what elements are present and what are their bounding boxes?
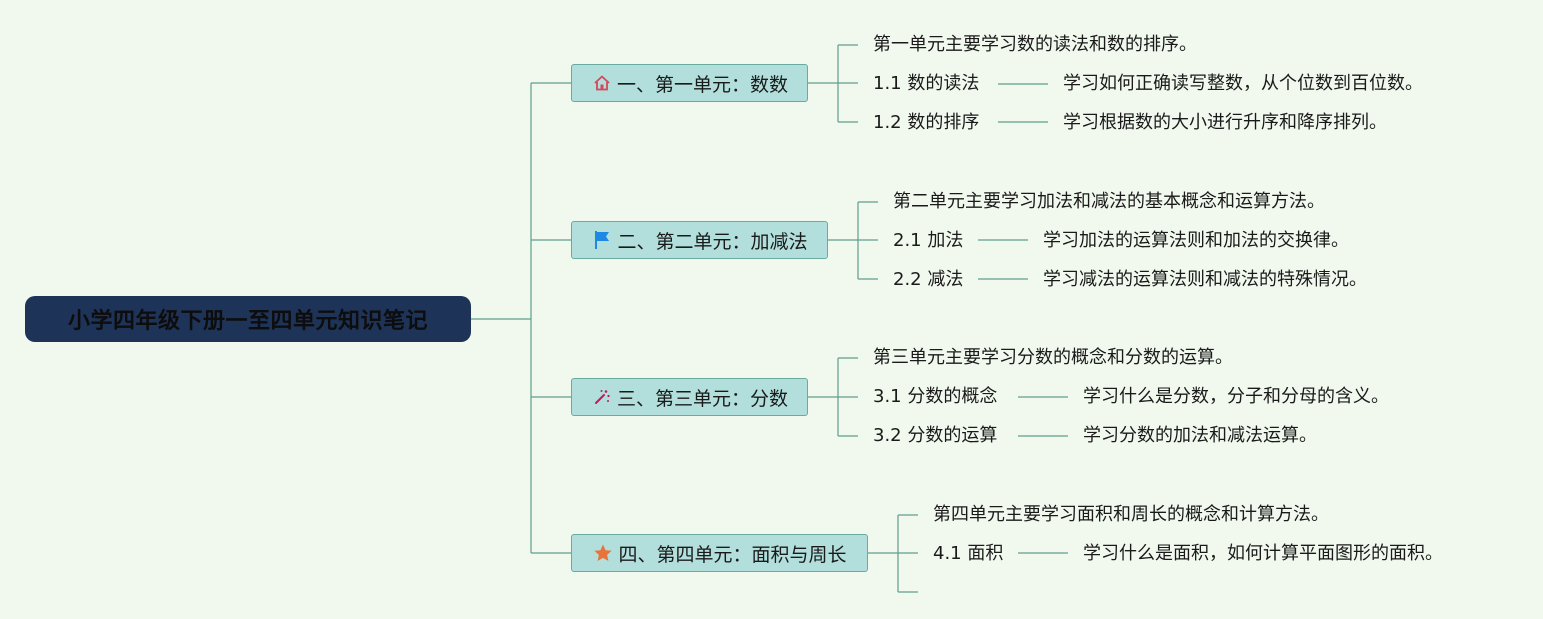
unit-1-topic-1-label: 1.1 数的读法 <box>873 73 980 94</box>
unit-3-node[interactable]: 三、第三单元：分数 <box>571 378 808 416</box>
unit-2-summary: 第二单元主要学习加法和减法的基本概念和运算方法。 <box>893 191 1325 212</box>
unit-2-node[interactable]: 二、第二单元：加减法 <box>571 221 828 259</box>
unit-3-topic-2-detail: 学习分数的加法和减法运算。 <box>1083 425 1317 446</box>
unit-4-summary: 第四单元主要学习面积和周长的概念和计算方法。 <box>933 504 1329 525</box>
unit-2-topic-1-label: 2.1 加法 <box>893 230 964 251</box>
home-icon <box>591 72 613 94</box>
unit-1-node[interactable]: 一、第一单元：数数 <box>571 64 808 102</box>
unit-2-title: 二、第二单元：加减法 <box>617 230 808 253</box>
unit-3-topic-1-label: 3.1 分数的概念 <box>873 386 998 407</box>
unit-1-topic-2-detail: 学习根据数的大小进行升序和降序排列。 <box>1063 112 1387 133</box>
unit-1-topic-1-detail: 学习如何正确读写整数，从个位数到百位数。 <box>1063 73 1423 94</box>
root-node[interactable]: 小学四年级下册一至四单元知识笔记 <box>25 296 471 342</box>
unit-3-topic-2-label: 3.2 分数的运算 <box>873 425 998 446</box>
unit-4-topic-1-detail: 学习什么是面积，如何计算平面图形的面积。 <box>1083 543 1443 564</box>
unit-4-title: 四、第四单元：面积与周长 <box>618 543 847 566</box>
flag-icon <box>591 229 613 251</box>
unit-3-topic-1-detail: 学习什么是分数，分子和分母的含义。 <box>1083 386 1389 407</box>
unit-1-title: 一、第一单元：数数 <box>616 73 788 96</box>
root-title: 小学四年级下册一至四单元知识笔记 <box>67 309 428 334</box>
unit-2-topic-2-label: 2.2 减法 <box>893 269 964 290</box>
unit-1-topic-2-label: 1.2 数的排序 <box>873 112 980 133</box>
unit-2-topic-2-detail: 学习减法的运算法则和减法的特殊情况。 <box>1043 269 1367 290</box>
star-icon <box>592 542 614 564</box>
unit-3-title: 三、第三单元：分数 <box>616 387 788 410</box>
unit-4-topic-1-label: 4.1 面积 <box>933 543 1004 564</box>
unit-2-topic-1-detail: 学习加法的运算法则和加法的交换律。 <box>1043 230 1349 251</box>
unit-1-summary: 第一单元主要学习数的读法和数的排序。 <box>873 34 1197 55</box>
unit-4-node[interactable]: 四、第四单元：面积与周长 <box>571 534 868 572</box>
sparkle-wand-icon <box>591 386 613 408</box>
unit-3-summary: 第三单元主要学习分数的概念和分数的运算。 <box>873 347 1233 368</box>
